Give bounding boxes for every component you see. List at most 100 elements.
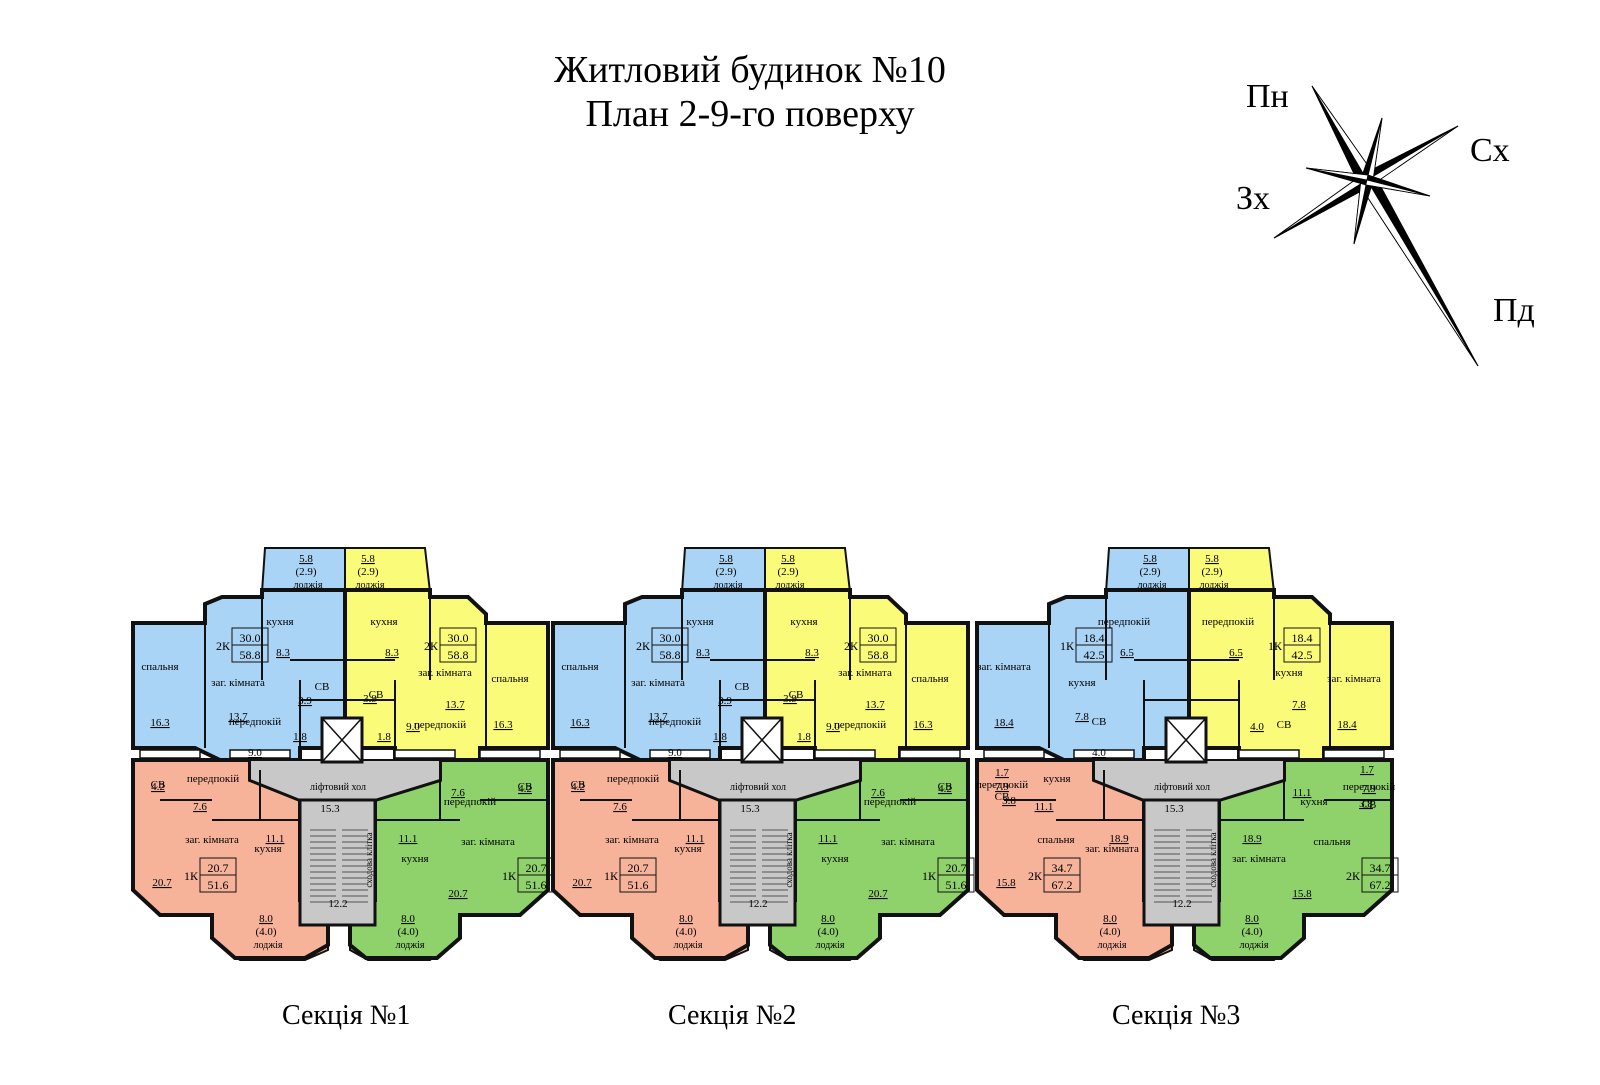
room-area: 8.3 (696, 647, 710, 659)
window (559, 749, 621, 759)
room-name: заг. кімната (1085, 843, 1139, 855)
living-area: 30.0 (868, 631, 889, 645)
room-area: 7.6 (193, 801, 207, 813)
room-name: заг. кімната (838, 667, 892, 679)
lift-hall-label: ліфтовий хол (310, 782, 366, 793)
loggia-area: 5.8 (361, 553, 375, 565)
living-area: 30.0 (448, 631, 469, 645)
apartment-type: 2К (1346, 869, 1361, 883)
living-area: 30.0 (240, 631, 261, 645)
stairwell-area: 12.2 (1172, 898, 1191, 910)
apartment-type: 1К (1060, 639, 1075, 653)
room-area: 20.7 (572, 877, 592, 889)
apartment-type: 1К (604, 869, 619, 883)
room-name: передпокій (649, 716, 701, 728)
lift-hall-area: 15.3 (320, 803, 340, 815)
compass-arm-highlight (1273, 173, 1368, 239)
plan-subtitle: План 2-9-го поверху (585, 93, 915, 135)
room-name: кухня (1043, 773, 1070, 785)
window (899, 749, 961, 759)
lift-hall-area: 15.3 (1164, 803, 1184, 815)
loggia-reduced-area: (4.0) (1241, 926, 1262, 938)
room-area: 1.8 (797, 731, 811, 743)
living-area: 20.7 (208, 861, 229, 875)
loggia-label: лоджія (815, 940, 844, 951)
stairwell-area: 12.2 (328, 898, 347, 910)
apartment-type: 2К (1028, 869, 1043, 883)
room-area: 9.0 (826, 721, 840, 733)
room-name: заг. кімната (211, 677, 265, 689)
room-area: 7.8 (1075, 711, 1089, 723)
room-name: заг. кімната (605, 834, 659, 846)
room-name: спальня (1313, 836, 1350, 848)
apartment-type: 1К (1268, 639, 1283, 653)
room-area: 13.7 (445, 699, 465, 711)
room-area: 18.4 (994, 717, 1014, 729)
room-name: передпокій (1202, 616, 1254, 628)
loggia-area: 5.8 (1143, 553, 1157, 565)
room-name: кухня (674, 843, 701, 855)
total-area: 51.6 (526, 878, 547, 892)
stairwell-label: сходова клітка (364, 832, 374, 887)
loggia-reduced-area: (4.0) (397, 926, 418, 938)
room-name: передпокій (607, 773, 659, 785)
window (479, 749, 541, 759)
lift-cross (321, 717, 363, 763)
total-area: 67.2 (1052, 878, 1073, 892)
lift-cross (741, 717, 783, 763)
compass-arm-highlight (1365, 179, 1431, 197)
living-area: 18.4 (1084, 631, 1105, 645)
room-name: заг. кімната (1327, 673, 1381, 685)
room-area: 16.3 (913, 719, 933, 731)
loggia-label: лоджія (1097, 940, 1126, 951)
room-area: 16.3 (493, 719, 513, 731)
total-area: 51.6 (208, 878, 229, 892)
plan-title: Житловий будинок №10 (554, 49, 946, 91)
loggia-label: лоджія (293, 580, 322, 591)
room-area: 4.2 (151, 781, 165, 793)
room-area: 13.7 (865, 699, 885, 711)
loggia-reduced-area: (4.0) (1099, 926, 1120, 938)
window (139, 749, 201, 759)
room-area: 20.7 (152, 877, 172, 889)
room-name: кухня (370, 616, 397, 628)
room-area: 8.3 (276, 647, 290, 659)
room-name: кухня (266, 616, 293, 628)
room-area: 11.1 (1293, 787, 1312, 799)
loggia-area: 8.0 (259, 913, 273, 925)
loggia-area: 5.8 (781, 553, 795, 565)
lift-cross (1165, 717, 1207, 763)
stairwell (718, 798, 797, 927)
room-area: 1.8 (713, 731, 727, 743)
room-area: 7.9 (995, 781, 1009, 793)
loggia-label: лоджія (775, 580, 804, 591)
window (649, 749, 711, 759)
loggia-label: лоджія (713, 580, 742, 591)
lift-hall-label: ліфтовий хол (730, 782, 786, 793)
apartment-type: 2К (636, 639, 651, 653)
loggia-reduced-area: (2.9) (715, 566, 736, 578)
window (983, 749, 1045, 759)
room-area: 1.7 (1360, 764, 1374, 776)
loggia-label: лоджія (1199, 580, 1228, 591)
living-area: 20.7 (628, 861, 649, 875)
section-3-label: Секція №3 (1112, 1000, 1241, 1031)
room-name: СВ (1362, 799, 1377, 811)
loggia-reduced-area: (2.9) (357, 566, 378, 578)
window (814, 749, 876, 759)
room-area: 6.5 (1229, 647, 1243, 659)
room-area: 4.0 (1092, 747, 1106, 759)
room-area: 8.3 (385, 647, 399, 659)
room-area: 15.8 (1292, 888, 1312, 900)
room-name: передпокій (1343, 781, 1395, 793)
compass-rose-icon (1273, 85, 1479, 367)
room-area: 18.9 (1109, 833, 1129, 845)
loggia-area: 8.0 (1245, 913, 1259, 925)
